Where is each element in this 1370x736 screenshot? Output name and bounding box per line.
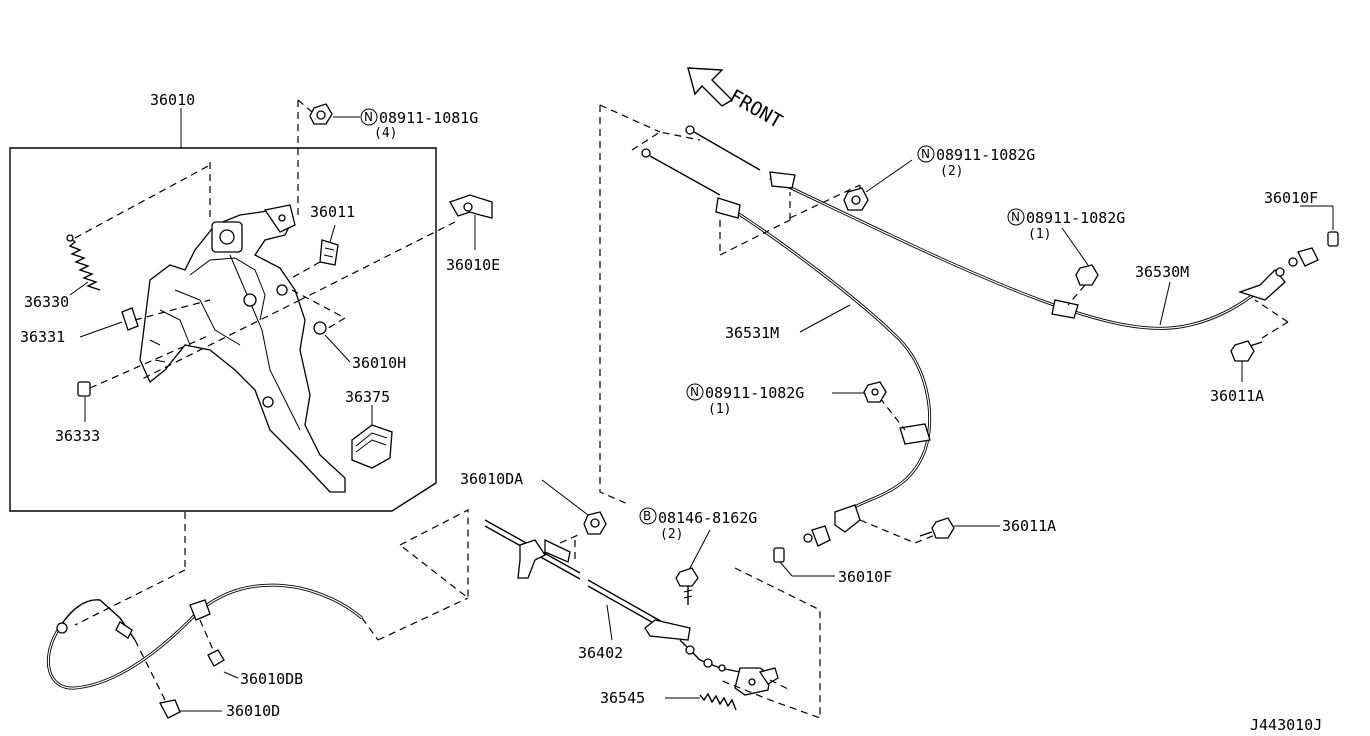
svg-text:N: N: [1011, 210, 1020, 224]
part-label-36531M[interactable]: 36531M: [725, 324, 779, 342]
fastener-qty: (2): [660, 527, 683, 542]
front-arrow-icon: [687, 67, 734, 107]
return-spring: [66, 234, 101, 291]
assembly-box: [9, 147, 437, 512]
fastener-number-08911-1082G[interactable]: 08911-1082G: [936, 146, 1035, 164]
stopper-bracket: [449, 194, 493, 219]
part-label-36010DB[interactable]: 36010DB: [240, 670, 303, 688]
svg-text:N: N: [364, 110, 373, 124]
front-cable-group: 36010DB 36010D: [46, 569, 469, 720]
rear-cable-group: 36530M 36531M N 08911-1082G (2): [599, 104, 1339, 586]
part-label-36330[interactable]: 36330: [24, 293, 69, 311]
diagram-code: J443010J: [1250, 716, 1322, 734]
part-label-36011A-right[interactable]: 36011A: [1210, 387, 1264, 405]
part-label-36010[interactable]: 36010: [150, 91, 195, 109]
fastener-qty: (1): [1028, 227, 1051, 242]
b-marker-icon: [639, 507, 657, 525]
part-label-36010F-mid[interactable]: 36010F: [838, 568, 892, 586]
equalizer-bracket: [734, 667, 779, 696]
fastener-qty: (2): [940, 164, 963, 179]
part-label-36010D[interactable]: 36010D: [226, 702, 280, 720]
part-label-36545[interactable]: 36545: [600, 689, 645, 707]
part-label-36010E[interactable]: 36010E: [446, 256, 500, 274]
front-direction: FRONT: [687, 67, 787, 133]
pedal-assembly-group: 36010 36375: [9, 91, 500, 570]
part-label-36010DA[interactable]: 36010DA: [460, 470, 523, 488]
equalizer-rod-group: 36402 36010DA B 08146-8162G (2) 36545: [399, 470, 821, 719]
n-marker-icon: [917, 145, 935, 163]
n-marker-icon: [1007, 208, 1025, 226]
pedal-pad: [351, 424, 393, 469]
fastener-number-08146-8162G[interactable]: 08146-8162G: [658, 509, 757, 527]
part-label-36011A-mid[interactable]: 36011A: [1002, 517, 1056, 535]
part-label-36530M[interactable]: 36530M: [1135, 263, 1189, 281]
pedal-bracket: [139, 204, 346, 493]
part-label-36402[interactable]: 36402: [578, 644, 623, 662]
fastener-number-08911-1082G[interactable]: 08911-1082G: [705, 384, 804, 402]
part-label-36333[interactable]: 36333: [55, 427, 100, 445]
part-label-36010F-right[interactable]: 36010F: [1264, 189, 1318, 207]
fastener-qty: (4): [374, 126, 397, 141]
svg-text:N: N: [690, 385, 699, 399]
brake-switch: [319, 239, 339, 266]
fastener-number-08911-1082G[interactable]: 08911-1082G: [1026, 209, 1125, 227]
front-label: FRONT: [726, 85, 787, 133]
svg-text:B: B: [643, 509, 651, 523]
nut-08911-1081G: [309, 103, 333, 125]
n-marker-icon: [686, 383, 704, 401]
part-label-36010H[interactable]: 36010H: [352, 354, 406, 372]
part-label-36011[interactable]: 36011: [310, 203, 355, 221]
part-label-36331[interactable]: 36331: [20, 328, 65, 346]
fastener-number-08911-1081G[interactable]: 08911-1081G: [379, 109, 478, 127]
n-marker-icon: [360, 108, 378, 126]
part-label-36375[interactable]: 36375: [345, 388, 390, 406]
svg-text:N: N: [921, 147, 930, 161]
fastener-qty: (1): [708, 402, 731, 417]
